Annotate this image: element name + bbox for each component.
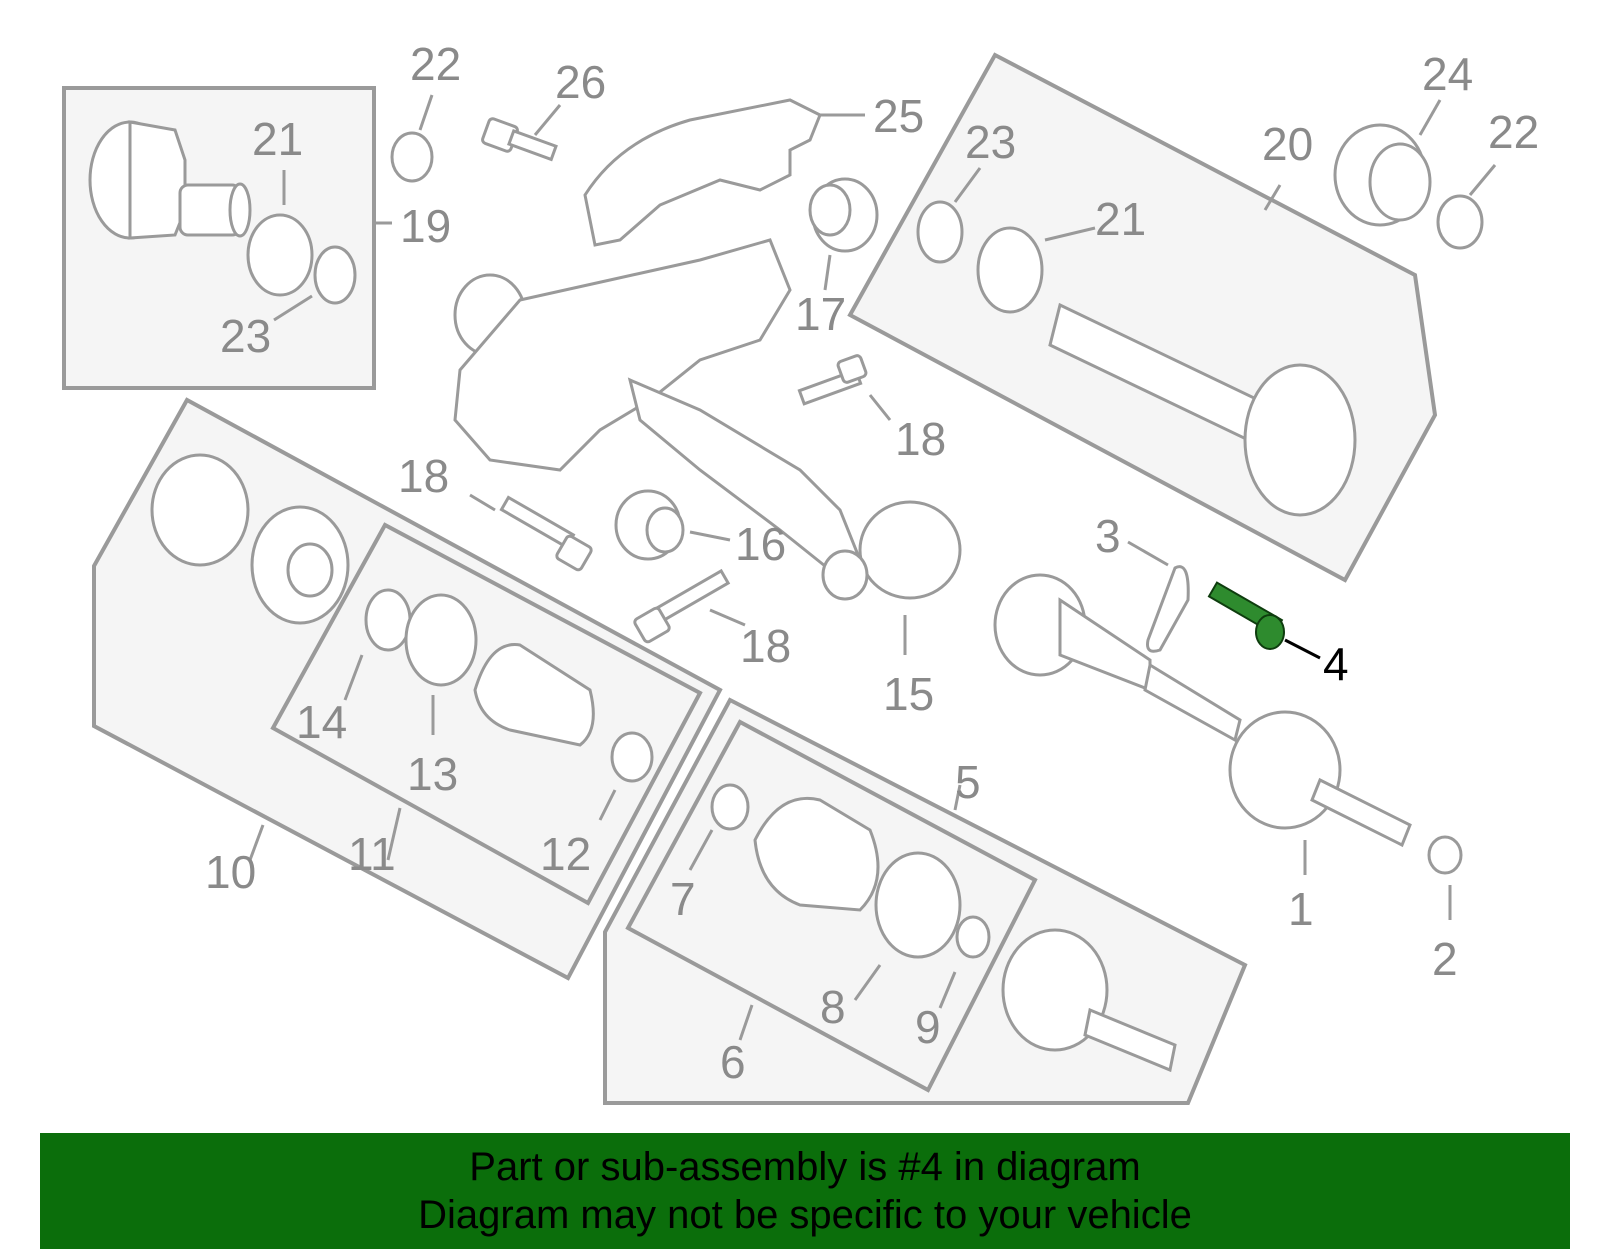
outer-cv-joint-flange [88,120,252,240]
leader-4 [1284,638,1321,660]
bushing-17 [808,177,879,253]
callout-19: 19 [400,200,451,252]
callout-20: 20 [1262,118,1313,170]
callout-13: 13 [407,748,458,800]
plate-3 [1146,565,1190,653]
bolt-26 [481,117,558,162]
bearing-24 [1333,123,1432,227]
callout-9: 9 [915,1001,941,1053]
snap-ring-23-right [916,200,964,264]
callout-1: 1 [1288,883,1314,935]
callout-6: 6 [720,1036,746,1088]
callout-3: 3 [1095,510,1121,562]
callout-21-right: 21 [1095,193,1146,245]
callout-24: 24 [1422,48,1473,100]
group-box-20 [847,52,1438,583]
callout-25: 25 [873,90,924,142]
callout-12: 12 [540,828,591,880]
ring-22-top [390,131,434,183]
snap-ring-9 [955,915,991,959]
heat-shield-25 [583,98,822,247]
banner-line-2: Diagram may not be specific to your vehi… [418,1193,1192,1237]
callout-22-left: 22 [410,38,461,90]
bolt-18-lower [633,568,731,644]
clamp-8 [874,851,962,959]
callout-23-right: 23 [965,116,1016,168]
axle-shaft-1 [993,573,1412,848]
clamp-13 [404,593,478,687]
callout-21-left: 21 [252,113,303,165]
info-banner: Part or sub-assembly is #4 in diagram Di… [40,1133,1570,1249]
clamp-7 [710,783,750,831]
outer-cv-joint-5 [1001,928,1177,1073]
callout-11: 11 [348,828,396,880]
callout-5: 5 [955,756,981,808]
boot-11 [473,643,595,747]
nut-2 [1427,835,1463,875]
boot-kit-10 [150,453,350,625]
ring-22-right [1436,194,1484,250]
boot-6 [753,796,880,912]
snap-ring-23-left [313,245,357,305]
bolt-4-highlighted [1207,581,1285,650]
callout-7: 7 [670,873,696,925]
callout-2: 2 [1432,933,1458,985]
clamp-12 [610,731,654,783]
intermediate-shaft [1048,302,1357,517]
callout-18-upper: 18 [895,413,946,465]
callout-22-right: 22 [1488,106,1539,158]
seal-ring-21-right [976,226,1044,314]
callout-10: 10 [205,846,256,898]
callout-26: 26 [555,56,606,108]
callout-18-lower: 18 [740,620,791,672]
callout-8: 8 [820,981,846,1033]
differential-housing [453,238,962,601]
callout-17: 17 [795,288,846,340]
bolt-18-middle [499,495,593,572]
callout-14: 14 [296,696,347,748]
seal-ring-21-left [246,213,314,297]
banner-line-1: Part or sub-assembly is #4 in diagram [469,1145,1141,1189]
callout-15: 15 [883,668,934,720]
callout-18-middle: 18 [398,450,449,502]
bushing-16 [614,489,685,561]
callout-16: 16 [735,518,786,570]
callout-23-left: 23 [220,310,271,362]
callout-4: 4 [1323,638,1349,690]
bolt-18-upper [797,354,868,406]
snap-ring-14 [364,588,412,652]
